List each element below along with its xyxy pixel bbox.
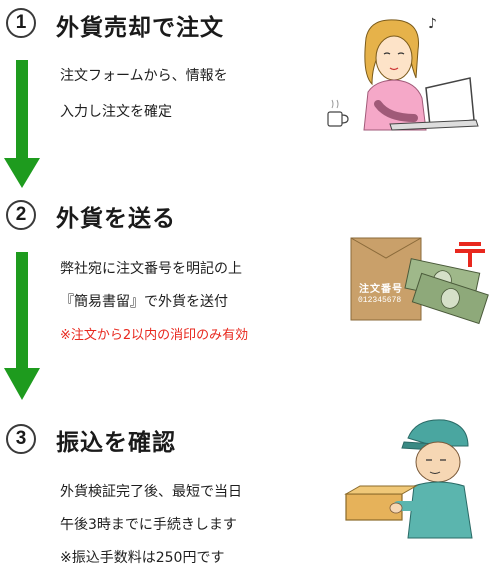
step-2-number: 2	[6, 200, 36, 230]
step-1-number: 1	[6, 8, 36, 38]
delivery-man-icon	[344, 419, 473, 539]
step-1-line-1: 注文フォームから、情報を	[60, 68, 228, 84]
step-2-note: ※注文から2以内の消印のみ有効	[60, 328, 249, 343]
step-1-title: 外貨売却で注文	[56, 15, 224, 41]
step-1-line-2: 入力し注文を確定	[60, 104, 172, 120]
woman-laptop-icon: ♪	[327, 16, 479, 131]
step-2-line-1: 弊社宛に注文番号を明記の上	[60, 261, 242, 277]
step-2-line-2: 『簡易書留』で外貨を送付	[60, 294, 228, 310]
step-2-title: 外貨を送る	[56, 206, 176, 232]
step-3-title: 振込を確認	[56, 430, 176, 456]
step-3-line-2: 午後3時までに手続きします	[60, 517, 237, 533]
down-arrow-icon	[4, 60, 40, 188]
step-3-number: 3	[6, 424, 36, 454]
envelope-banknotes-icon: 注文番号 012345678	[343, 232, 491, 328]
svg-text:♪: ♪	[428, 16, 437, 32]
down-arrow-icon	[4, 252, 40, 400]
step-3-line-3: ※振込手数料は250円です	[60, 550, 225, 566]
step-3-line-1: 外貨検証完了後、最短で当日	[60, 484, 242, 500]
envelope-label: 注文番号	[359, 284, 403, 295]
envelope-number: 012345678	[358, 296, 402, 305]
